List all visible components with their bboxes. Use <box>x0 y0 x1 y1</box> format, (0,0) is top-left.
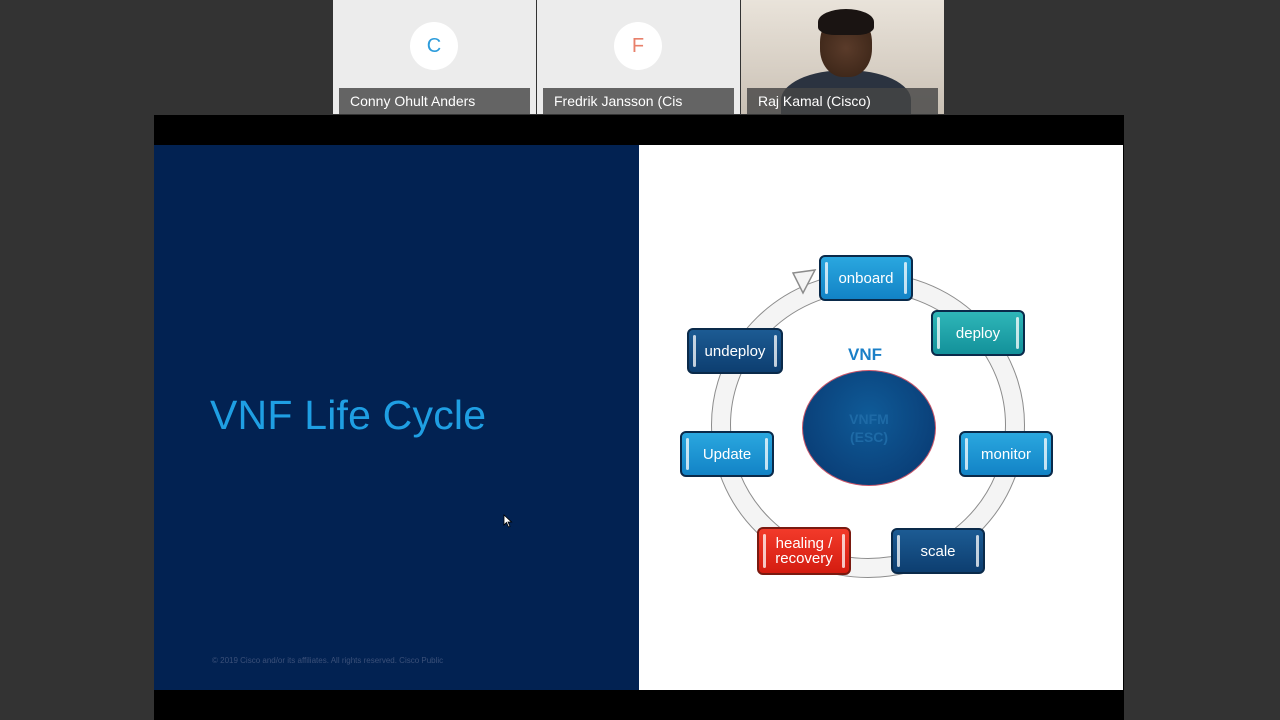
participant-tile-raj[interactable]: Raj Kamal (Cisco) <box>741 0 944 114</box>
stage-update: Update <box>680 431 774 477</box>
stage-undeploy-label: undeploy <box>705 344 766 359</box>
stage-undeploy: undeploy <box>687 328 783 374</box>
participant-avatar: F <box>614 22 662 70</box>
stage-deploy-label: deploy <box>956 326 1000 341</box>
participant-avatar: C <box>410 22 458 70</box>
stage-healing-recovery: healing / recovery <box>757 527 851 575</box>
vnf-label: VNF <box>848 345 882 365</box>
participant-tile-fredrik[interactable]: F Fredrik Jansson (Cis <box>537 0 740 114</box>
stage-onboard: onboard <box>819 255 913 301</box>
lifecycle-diagram: VNF VNFM (ESC) onboard deploy monitor sc… <box>639 145 1123 690</box>
stage-healing-line2: recovery <box>775 550 833 567</box>
stage-scale: scale <box>891 528 985 574</box>
slide-title: VNF Life Cycle <box>210 392 486 439</box>
stage-onboard-label: onboard <box>838 271 893 286</box>
participant-name: Conny Ohult Anders <box>339 88 530 114</box>
mouse-cursor-icon <box>503 514 513 528</box>
vnfm-line2: (ESC) <box>850 428 888 446</box>
shared-screen[interactable]: VNF Life Cycle © 2019 Cisco and/or its a… <box>154 115 1124 720</box>
stage-update-label: Update <box>703 447 751 462</box>
slide-footer: © 2019 Cisco and/or its affiliates. All … <box>212 656 443 665</box>
slide-title-panel: VNF Life Cycle © 2019 Cisco and/or its a… <box>154 145 639 690</box>
vnfm-core: VNFM (ESC) <box>802 370 936 486</box>
stage-deploy: deploy <box>931 310 1025 356</box>
participant-tile-conny[interactable]: C Conny Ohult Anders <box>333 0 536 114</box>
vnfm-line1: VNFM <box>849 410 889 428</box>
participant-initial: C <box>427 35 441 58</box>
participant-initial: F <box>632 35 644 58</box>
stage-monitor-label: monitor <box>981 447 1031 462</box>
stage-scale-label: scale <box>920 544 955 559</box>
participant-name: Raj Kamal (Cisco) <box>747 88 938 114</box>
participant-video-hair <box>818 9 874 35</box>
stage-monitor: monitor <box>959 431 1053 477</box>
stage-healing-label: healing / recovery <box>775 536 833 566</box>
participant-name: Fredrik Jansson (Cis <box>543 88 734 114</box>
